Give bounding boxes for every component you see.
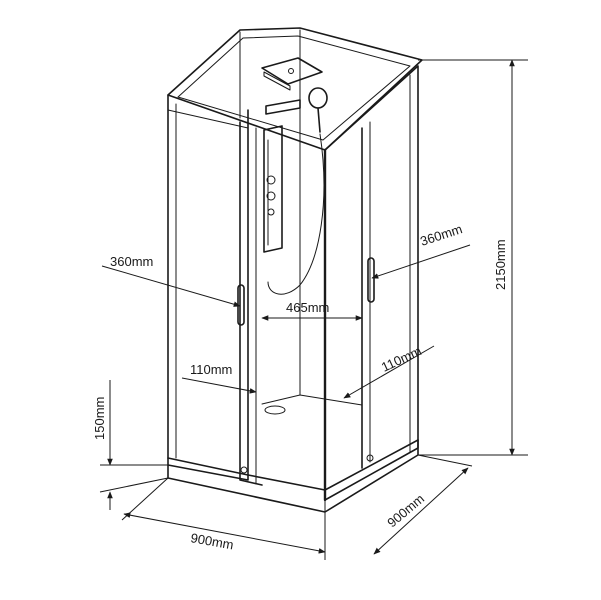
dim-ext-900-front-left: [121, 477, 169, 521]
top-frame-inner: [177, 35, 411, 141]
label-110-right: 110mm: [379, 343, 424, 375]
shower-panel-knob-3: [267, 208, 275, 216]
dim-ext-900-side: [417, 454, 473, 467]
dim-line-900-front: [123, 512, 326, 554]
dim-line-360-left: [101, 265, 241, 307]
dim-line-110-left: [181, 377, 257, 394]
shower-tray-front: [167, 439, 419, 513]
dim-ext-150-bottom: [99, 477, 169, 493]
right-door-wheel: [366, 454, 374, 462]
dim-line-110-right: [343, 345, 435, 399]
label-110-left: 110mm: [190, 362, 232, 377]
top-frame: [167, 27, 423, 151]
label-150: 150mm: [92, 397, 107, 440]
tray-drain: [264, 405, 286, 415]
label-2150: 2150mm: [493, 239, 508, 290]
label-360-right: 360mm: [418, 221, 464, 249]
cabin-structure: [167, 27, 423, 513]
rain-head-edge: [263, 71, 291, 91]
shower-hose: [267, 133, 325, 295]
dimension-lines: [99, 59, 528, 560]
shower-panel-knob-1: [266, 175, 276, 185]
hand-shower-handle: [317, 107, 321, 133]
shower-panel-body: [263, 125, 283, 253]
shower-panel-knob-2: [266, 191, 276, 201]
dim-line-360-right: [371, 244, 471, 279]
right-door-handle: [367, 257, 375, 303]
dim-line-900-side: [373, 467, 469, 555]
label-360-left: 360mm: [110, 254, 153, 269]
label-465: 465mm: [286, 300, 329, 315]
label-900-front: 900mm: [189, 530, 234, 552]
shower-column: [265, 99, 301, 115]
left-panel: [167, 94, 249, 481]
tray-floor: [261, 394, 363, 406]
hand-shower-head: [308, 87, 328, 109]
left-door-handle: [237, 284, 245, 326]
rain-head-center: [288, 68, 294, 74]
shower-tray-top: [167, 439, 419, 491]
right-panel: [324, 65, 419, 501]
left-door-wheel: [240, 466, 248, 474]
left-panel-top-rail: [167, 109, 249, 129]
rain-head: [261, 57, 323, 85]
left-door: [239, 121, 263, 486]
